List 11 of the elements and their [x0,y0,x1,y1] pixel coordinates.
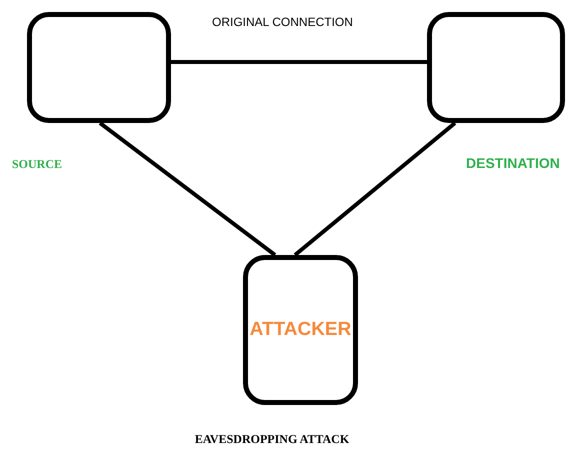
process-box [243,255,358,405]
empty-box [427,12,565,123]
node-caption: SOURCE [12,157,62,172]
connection-line [98,121,276,257]
connection-line [171,60,427,64]
node-label: ATTACKER [250,319,352,341]
diagram-caption: EAVESDROPPING ATTACK [194,432,350,447]
edge-label: ORIGINAL CONNECTION [212,15,353,29]
node-caption: DESTINATION [466,155,560,171]
empty-box [27,12,171,123]
connection-line [294,121,456,257]
